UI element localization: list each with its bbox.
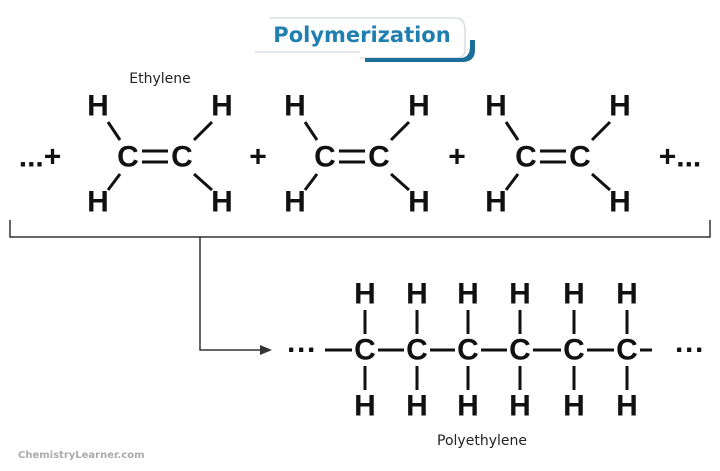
hydrogen-atom: H — [509, 390, 531, 423]
hydrogen-atom: H — [284, 90, 306, 123]
bond — [106, 173, 122, 191]
hydrogen-atom: H — [563, 278, 585, 311]
hydrogen-atom: H — [406, 390, 428, 423]
reaction-bracket — [9, 220, 711, 355]
hydrogen-atom: H — [616, 278, 638, 311]
trailing-plus-ellipsis: +... — [659, 141, 702, 174]
hydrogen-atom: H — [406, 278, 428, 311]
title-banner: Polymerization — [255, 17, 475, 62]
hydrogen-atom: H — [563, 390, 585, 423]
arrow-head-icon — [260, 345, 272, 355]
bond — [590, 120, 612, 142]
trailing-ellipsis: ··· — [675, 334, 705, 367]
leading-ellipsis-plus: ...+ — [19, 141, 62, 174]
bond — [389, 120, 411, 142]
monomer-label: Ethylene — [129, 71, 190, 87]
carbon-atom: C — [563, 334, 585, 367]
title: Polymerization — [273, 23, 450, 47]
hydrogen-atom: H — [609, 90, 631, 123]
hydrogen-atom: H — [211, 90, 233, 123]
hydrogen-atom: H — [87, 90, 109, 123]
carbon-atom: C — [509, 334, 531, 367]
hydrogen-atom: H — [457, 278, 479, 311]
hydrogen-atom: H — [509, 278, 531, 311]
bond — [303, 173, 319, 191]
hydrogen-atom: H — [408, 186, 430, 219]
hydrogen-atom: H — [616, 390, 638, 423]
hydrogen-atom: H — [87, 186, 109, 219]
hydrogen-atom: H — [485, 90, 507, 123]
bond — [591, 172, 611, 192]
bond — [504, 173, 520, 191]
bond — [390, 172, 410, 192]
hydrogen-atom: H — [354, 390, 376, 423]
carbon-atom: C — [569, 141, 591, 174]
carbon-atom: C — [314, 141, 336, 174]
hydrogen-atom: H — [609, 186, 631, 219]
carbon-atom: C — [117, 141, 139, 174]
bond — [303, 121, 319, 141]
carbon-atom: C — [515, 141, 537, 174]
bond — [192, 120, 214, 142]
hydrogen-atom: H — [211, 186, 233, 219]
carbon-atom: C — [354, 334, 376, 367]
carbon-atom: C — [171, 141, 193, 174]
leading-ellipsis: ··· — [287, 334, 317, 367]
hydrogen-atom: H — [354, 278, 376, 311]
bond — [193, 172, 213, 192]
carbon-atom: C — [457, 334, 479, 367]
polymer-label: Polyethylene — [437, 433, 527, 449]
bond — [106, 121, 122, 141]
hydrogen-atom: H — [485, 186, 507, 219]
carbon-atom: C — [406, 334, 428, 367]
hydrogen-atom: H — [284, 186, 306, 219]
hydrogen-atom: H — [457, 390, 479, 423]
plus-sign: + — [448, 141, 466, 174]
bond — [504, 121, 520, 141]
carbon-atom: C — [368, 141, 390, 174]
plus-sign: + — [249, 141, 267, 174]
hydrogen-atom: H — [408, 90, 430, 123]
carbon-atom: C — [616, 334, 638, 367]
watermark: ChemistryLearner.com — [18, 450, 145, 461]
